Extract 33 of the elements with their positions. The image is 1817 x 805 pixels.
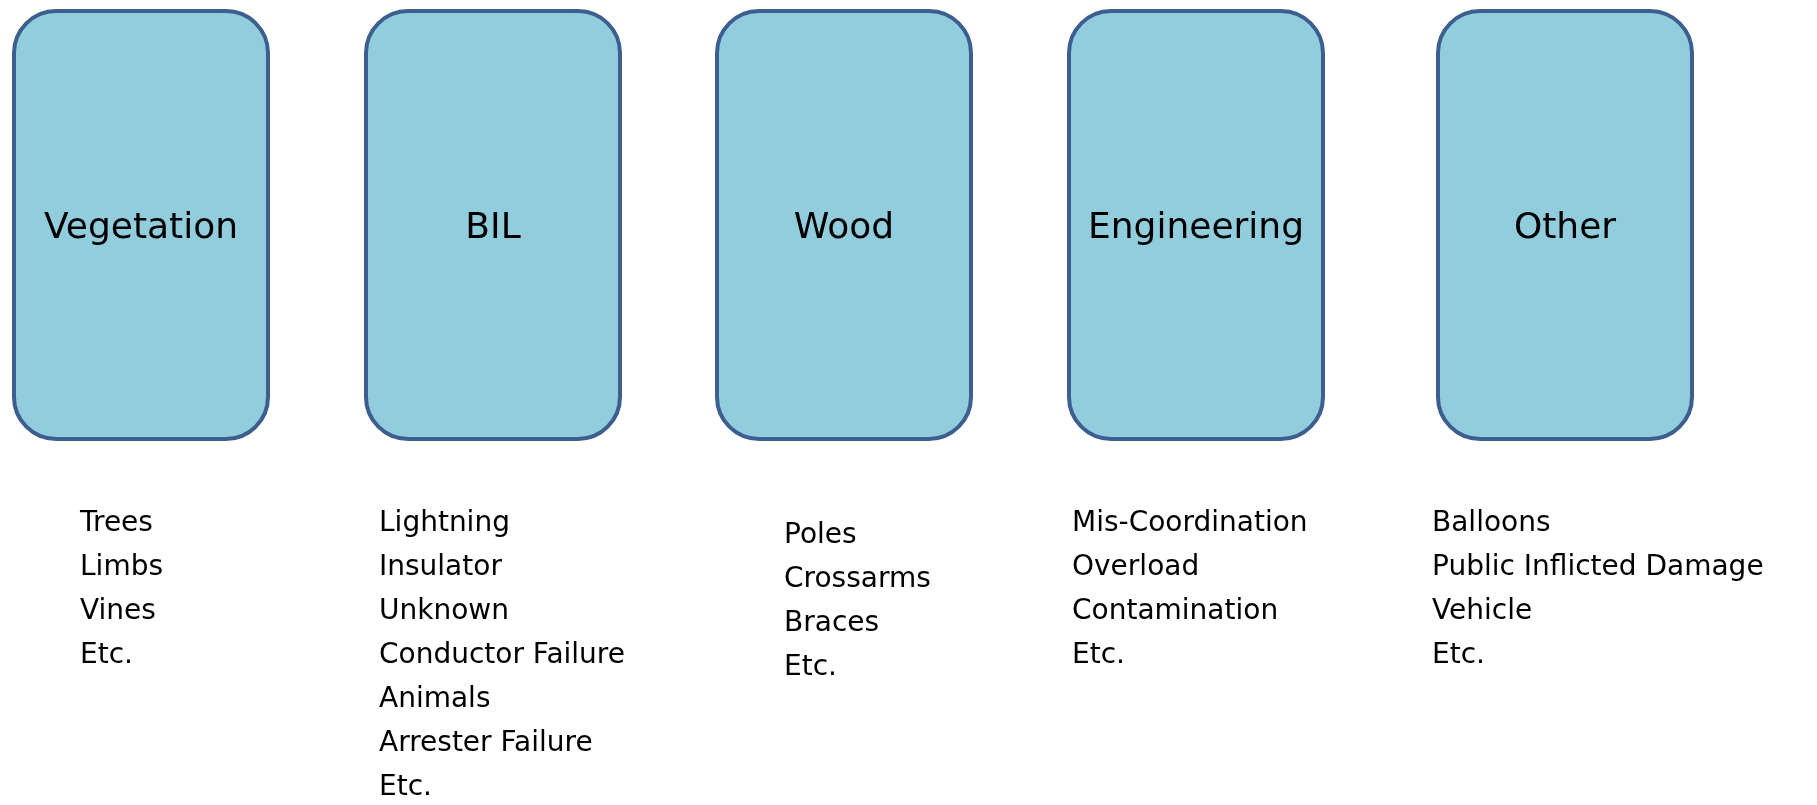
cause-item: Vehicle (1432, 592, 1534, 628)
category-title: Vegetation (43, 204, 239, 246)
cause-item: Public Inflicted Damage (1432, 548, 1764, 584)
category-title: Wood (793, 204, 895, 246)
cause-item: Limbs (80, 548, 163, 584)
category-title: Engineering (1088, 204, 1304, 246)
cause-item: Trees (80, 504, 154, 540)
cause-item: Conductor Failure (379, 636, 625, 672)
cause-item: Etc. (80, 636, 134, 672)
cause-item: Vines (80, 592, 157, 628)
category-title: Other (1513, 204, 1617, 246)
cause-item: Etc. (1072, 636, 1126, 672)
cause-item: Etc. (379, 768, 433, 804)
category-box (364, 9, 622, 441)
category-box (1067, 9, 1325, 441)
cause-item: Etc. (784, 648, 838, 684)
category-box (715, 9, 973, 441)
cause-item: Etc. (1432, 636, 1486, 672)
cause-item: Braces (784, 604, 881, 640)
cause-item: Lightning (379, 504, 511, 540)
cause-item: Crossarms (784, 560, 931, 596)
cause-item: Unknown (379, 592, 510, 628)
cause-item: Overload (1072, 548, 1201, 584)
cause-item: Insulator (379, 548, 503, 584)
category-box (12, 9, 270, 441)
cause-item: Animals (379, 680, 492, 716)
category-title: BIL (465, 204, 521, 246)
cause-item: Contamination (1072, 592, 1280, 628)
cause-item: Poles (784, 516, 858, 552)
cause-item: Balloons (1432, 504, 1552, 540)
cause-item: Arrester Failure (379, 724, 594, 760)
category-box (1436, 9, 1694, 441)
cause-item: Mis-Coordination (1072, 504, 1308, 540)
